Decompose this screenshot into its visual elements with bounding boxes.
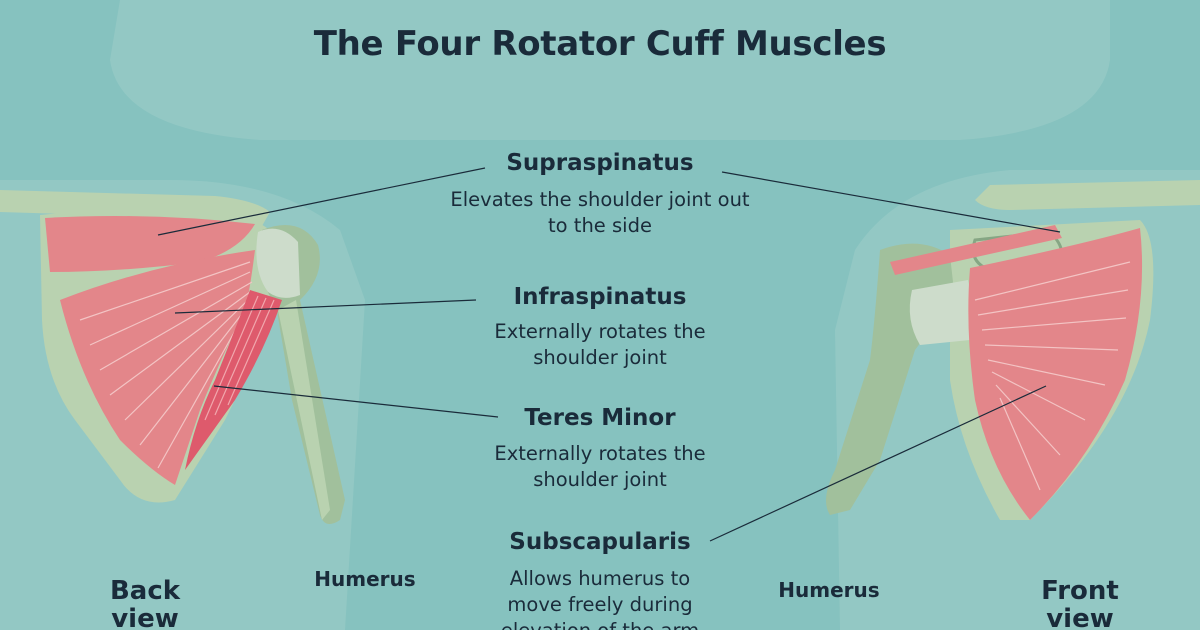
back-clavicle-bone [0,190,270,226]
leader-lines [157,167,1061,542]
label-humerus-front: Humerus [778,578,880,602]
back-supraspinatus-muscle [45,216,255,272]
label-subscapularis: Subscapularis [509,529,691,555]
desc-subscapularis: Allows humerus to move freely during ele… [501,567,699,630]
desc-infraspinatus: Externally rotates the shoulder joint [494,320,706,369]
back-teres-minor-fibers [204,295,275,421]
page-title: The Four Rotator Cuff Muscles [313,24,887,64]
leader-line-teres-minor [213,385,499,418]
front-humeral-head [909,280,973,345]
label-supraspinatus: Supraspinatus [506,150,694,176]
front-supraspinatus-tendon [890,225,1062,275]
leader-line-subscapularis [709,385,1047,542]
label-infraspinatus: Infraspinatus [513,284,687,310]
back-humeral-head [256,228,300,298]
label-back-view: Back view [109,576,181,630]
back-teres-minor-muscle [185,290,282,470]
label-front-view: Front view [1041,576,1119,630]
leader-line-supraspinatus-back [157,167,486,236]
front-subscapularis-fibers [974,261,1131,491]
back-infraspinatus-fibers [79,261,253,469]
desc-supraspinatus: Elevates the shoulder joint out to the s… [450,188,750,237]
desc-teres-minor: Externally rotates the shoulder joint [494,442,706,491]
leader-line-infraspinatus [174,299,477,314]
leader-line-supraspinatus-front [721,171,1061,233]
label-humerus-back: Humerus [314,567,416,591]
back-humerus-shaft [278,300,330,520]
label-teres-minor: Teres Minor [524,405,676,431]
head-silhouette [110,0,1110,140]
front-clavicle-bone [975,180,1200,210]
